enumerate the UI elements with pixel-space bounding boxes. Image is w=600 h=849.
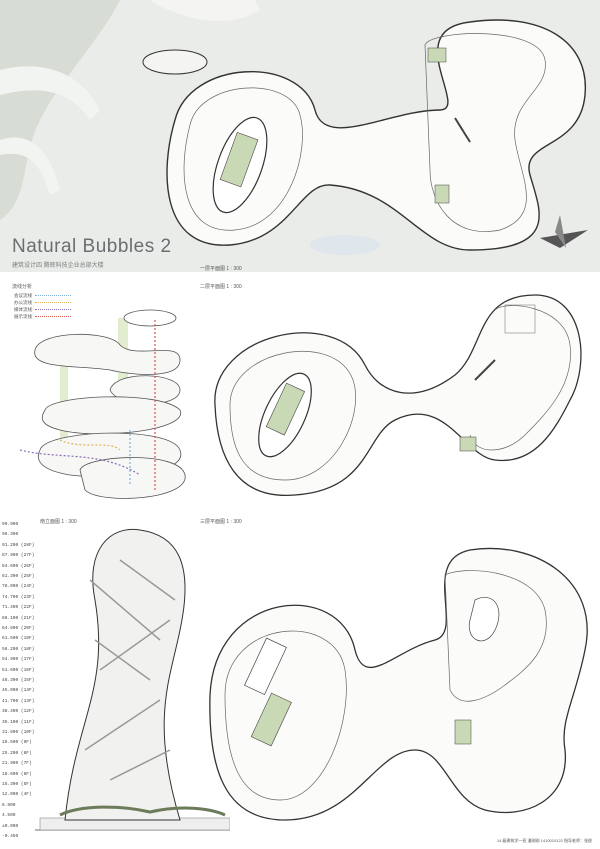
elevation-level: 84.600 (26F) bbox=[2, 563, 35, 569]
elevation-level: 8.900 bbox=[2, 802, 16, 808]
flow-legend: 会议流线 办公流线 媒体流线 展示流线 bbox=[14, 292, 71, 320]
elevation-level: 87.900 (27F) bbox=[2, 553, 35, 559]
elevation-level: 4.500 bbox=[2, 813, 16, 819]
elevation-level: 91.200 (28F) bbox=[2, 542, 35, 548]
elevation-level: ±0.000 bbox=[2, 823, 19, 829]
elevation-level: 51.600 (16F) bbox=[2, 667, 35, 673]
elevation-level: 96.300 bbox=[2, 532, 19, 538]
third-plan-label: 三层平面图 1 : 300 bbox=[200, 519, 242, 525]
ground-floor-plan bbox=[0, 0, 588, 255]
elevation-level: 81.300 (25F) bbox=[2, 574, 35, 579]
second-floor-plan bbox=[214, 294, 582, 496]
elevation-level: 41.700 (13F) bbox=[2, 698, 35, 704]
ground-plan-label: 一层平面图 1 : 300 bbox=[200, 266, 242, 272]
poster-footer: 14 级建筑学一班 潘刚刚 1410010122 指导老师：张俊 bbox=[496, 838, 592, 843]
flow-diagram bbox=[20, 309, 186, 499]
poster-title: Natural Bubbles 2 bbox=[12, 236, 172, 257]
elevation-level: 54.900 (17F) bbox=[2, 657, 35, 663]
elevation-level: -0.450 bbox=[2, 834, 19, 839]
elevation-level-list: 99.900 96.300 91.200 (28F) 87.900 (27F) 84.6… bbox=[2, 522, 42, 842]
third-floor-plan bbox=[209, 547, 588, 821]
elevation-level: 38.400 (12F) bbox=[2, 709, 35, 715]
elevation-level: 18.600 (6F) bbox=[2, 771, 32, 777]
elevation-level: 68.100 (21F) bbox=[2, 615, 35, 621]
elevation-level: 78.000 (24F) bbox=[2, 584, 35, 590]
legend-item-meeting: 会议流线 bbox=[14, 292, 71, 299]
elevation-level: 99.900 bbox=[2, 522, 19, 527]
elevation-level: 12.000 (4F) bbox=[2, 792, 32, 798]
elevation-level: 21.900 (7F) bbox=[2, 761, 32, 767]
elevation-level: 35.100 (11F) bbox=[2, 719, 35, 725]
flow-title: 流线分析 bbox=[12, 284, 33, 290]
site-plan-area: Natural Bubbles 2 建筑设计四 腾辉科技企业总部大楼 一层平面图… bbox=[0, 0, 600, 272]
elevation-level: 61.500 (19F) bbox=[2, 636, 35, 642]
legend-item-media: 媒体流线 bbox=[14, 306, 71, 313]
elevation-level: 64.800 (20F) bbox=[2, 626, 35, 631]
elevation-level: 58.200 (18F) bbox=[2, 646, 35, 652]
elevation-level: 48.300 (15F) bbox=[2, 678, 35, 683]
poster-subtitle: 建筑设计四 腾辉科技企业总部大楼 bbox=[12, 263, 104, 269]
legend-item-exhibit: 展示流线 bbox=[14, 313, 71, 320]
legend-item-office: 办公流线 bbox=[14, 299, 71, 306]
elevation-level: 25.200 (8F) bbox=[2, 750, 32, 756]
elevation-label: 南立面图 1 : 300 bbox=[40, 519, 77, 525]
elevation-level: 28.500 (9F) bbox=[2, 740, 32, 746]
second-plan-label: 二层平面图 1 : 300 bbox=[200, 284, 242, 290]
elevation-level: 71.400 (22F) bbox=[2, 605, 35, 611]
elevation-level: 45.000 (14F) bbox=[2, 688, 35, 694]
south-elevation bbox=[35, 528, 230, 831]
elevation-level: 15.300 (5F) bbox=[2, 782, 32, 787]
elevation-level: 74.700 (23F) bbox=[2, 594, 35, 600]
elevation-level: 31.800 (10F) bbox=[2, 730, 35, 735]
